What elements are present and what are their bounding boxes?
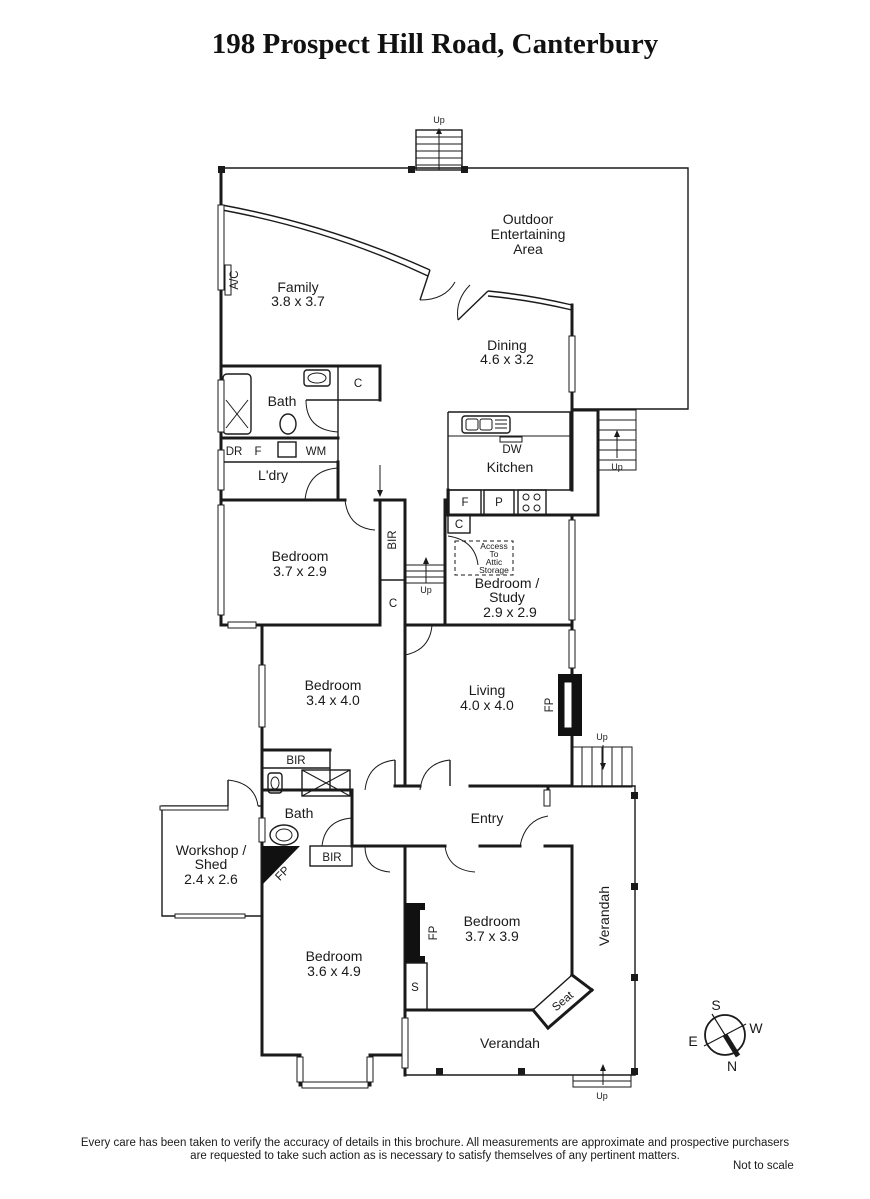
outdoor-label-2: Entertaining [491,226,566,242]
living-walls: Up [260,409,637,788]
disclaimer-line-2: are requested to take such action as is … [190,1150,680,1162]
curved-glazing [221,204,573,321]
stairs-verandah-right: Up [571,732,633,788]
family-name: Family [277,279,318,295]
study-walls [403,498,574,627]
lower-bath-fixtures [262,769,353,885]
up-label-verandah-right: Up [596,732,608,742]
outdoor-label-3: Area [513,241,543,257]
up-label-corridor: Up [420,585,432,595]
up-label-front: Up [596,1091,608,1101]
bedroom-lower-name: Bedroom [306,948,363,964]
attic-label-2: To [490,549,499,559]
stairs-top: Up [415,115,463,171]
windows [159,204,576,1089]
compass-w: W [749,1020,763,1036]
verandah-outline: Up [405,785,638,1101]
bath-top-name: Bath [268,393,297,409]
room-labels: Outdoor Entertaining Area Family 3.8 x 3… [176,211,612,1051]
compass-s: S [711,997,720,1013]
up-label-top: Up [433,115,445,125]
attic-label-3: Attic [486,557,503,567]
dw-label: DW [502,444,521,456]
entry-doors [260,759,551,873]
wm-label: WM [306,446,326,458]
compass-n: N [727,1058,737,1074]
cupboard-corridor-label: C [389,598,397,610]
entry-name: Entry [471,810,504,826]
floor-plan: Up [159,115,763,1101]
cupboard-kitchen-label: C [455,519,463,531]
study-name: Bedroom / [475,575,540,591]
cupboard-bath-label: C [354,378,362,390]
workshop-name: Workshop / [176,842,247,858]
attic-label-1: Access [480,541,507,551]
plan-title: 198 Prospect Hill Road, Canterbury [211,28,659,60]
f-laundry-label: F [254,446,261,458]
outdoor-label-1: Outdoor [503,211,554,227]
disclaimer: Every care has been taken to verify the … [0,1137,870,1163]
kitchen-name: Kitchen [487,459,534,475]
verandah-front-name: Verandah [480,1035,540,1051]
study-size: 2.9 x 2.9 [483,604,537,620]
bedroom-upper-size: 3.7 x 2.9 [273,563,327,579]
up-label-side: Up [611,462,623,472]
bir-lower-label: BIR [322,852,341,864]
bath-lower-name: Bath [285,805,314,821]
attic-label-4: Storage [479,565,509,575]
bedroom-lower-size: 3.6 x 4.9 [307,963,361,979]
bedroom-mid-name: Bedroom [305,677,362,693]
study-name-2: Study [489,589,525,605]
bir-mid-label: BIR [286,755,305,767]
fridge-label: F [461,497,468,509]
fp-living-label: FP [544,697,556,712]
lower-fp [404,903,428,1011]
bir-upper-label: BIR [387,530,399,549]
upper-bedroom-walls: Up [219,465,446,627]
scale-note: Not to scale [733,1160,794,1172]
disclaimer-line-1: Every care has been taken to verify the … [80,1137,790,1149]
bedroom-mid-size: 3.4 x 4.0 [306,692,360,708]
fp-bedroom-label: FP [428,925,440,940]
compass: S W E N [688,997,763,1074]
living-size: 4.0 x 4.0 [460,697,514,713]
pantry-label: P [495,497,503,509]
dining-size: 4.6 x 3.2 [480,351,534,367]
dr-label: DR [226,446,243,458]
family-size: 3.8 x 3.7 [271,293,325,309]
fixture-labels: A/C DR F WM C DW F P C BIR C BIR BIR FP … [224,264,556,994]
workshop-name-2: Shed [195,856,228,872]
dining-name: Dining [487,337,527,353]
laundry-name: L'dry [258,467,288,483]
bedroom-upper-name: Bedroom [272,548,329,564]
verandah-side-name: Verandah [596,886,612,946]
seat-label: Seat [550,989,576,1014]
ac-label: A/C [229,270,241,289]
bedroom-right-size: 3.7 x 3.9 [465,928,519,944]
kitchen-fixtures [446,411,574,534]
bedroom-right-name: Bedroom [464,913,521,929]
workshop-size: 2.4 x 2.6 [184,871,238,887]
s-label: S [411,982,419,994]
living-name: Living [469,682,506,698]
compass-e: E [688,1033,697,1049]
